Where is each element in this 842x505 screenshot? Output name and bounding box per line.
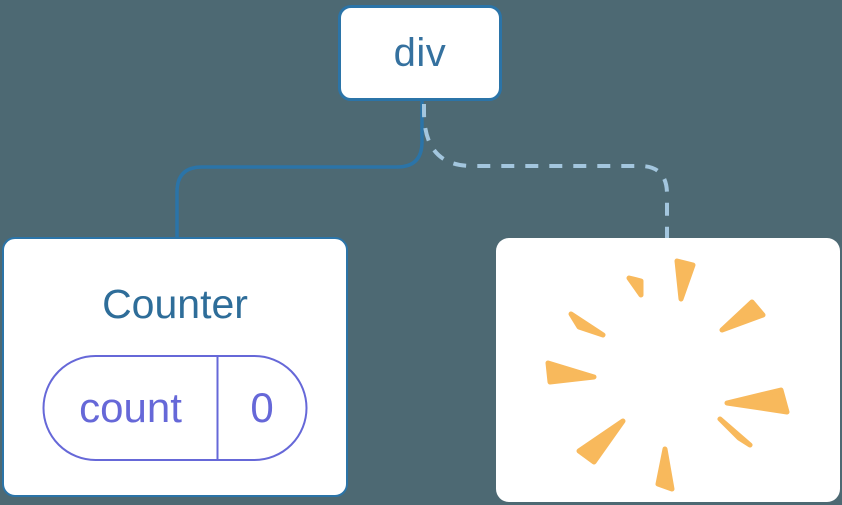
poof-ray <box>568 311 606 338</box>
poof-burst-icon <box>545 258 790 492</box>
poof-ray <box>719 299 766 333</box>
node-label: div <box>393 31 447 75</box>
poof-ray <box>724 387 790 415</box>
state-value-cell: 0 <box>250 384 274 431</box>
state-pill: count 0 <box>42 355 308 461</box>
tree-node-div: div <box>338 5 502 101</box>
poof-ray <box>545 360 597 385</box>
poof-ray <box>655 446 675 492</box>
dashed-connector-line <box>422 104 669 238</box>
counter-component-card: Counter count 0 <box>2 237 348 497</box>
poof-ray <box>576 418 626 465</box>
removed-component-card <box>496 238 840 502</box>
poof-ray <box>626 275 644 298</box>
component-title: Counter <box>102 281 248 327</box>
poof-ray <box>674 258 696 302</box>
state-name-cell: count <box>45 357 219 459</box>
solid-connector-line <box>175 100 424 238</box>
poof-ray <box>717 416 753 448</box>
